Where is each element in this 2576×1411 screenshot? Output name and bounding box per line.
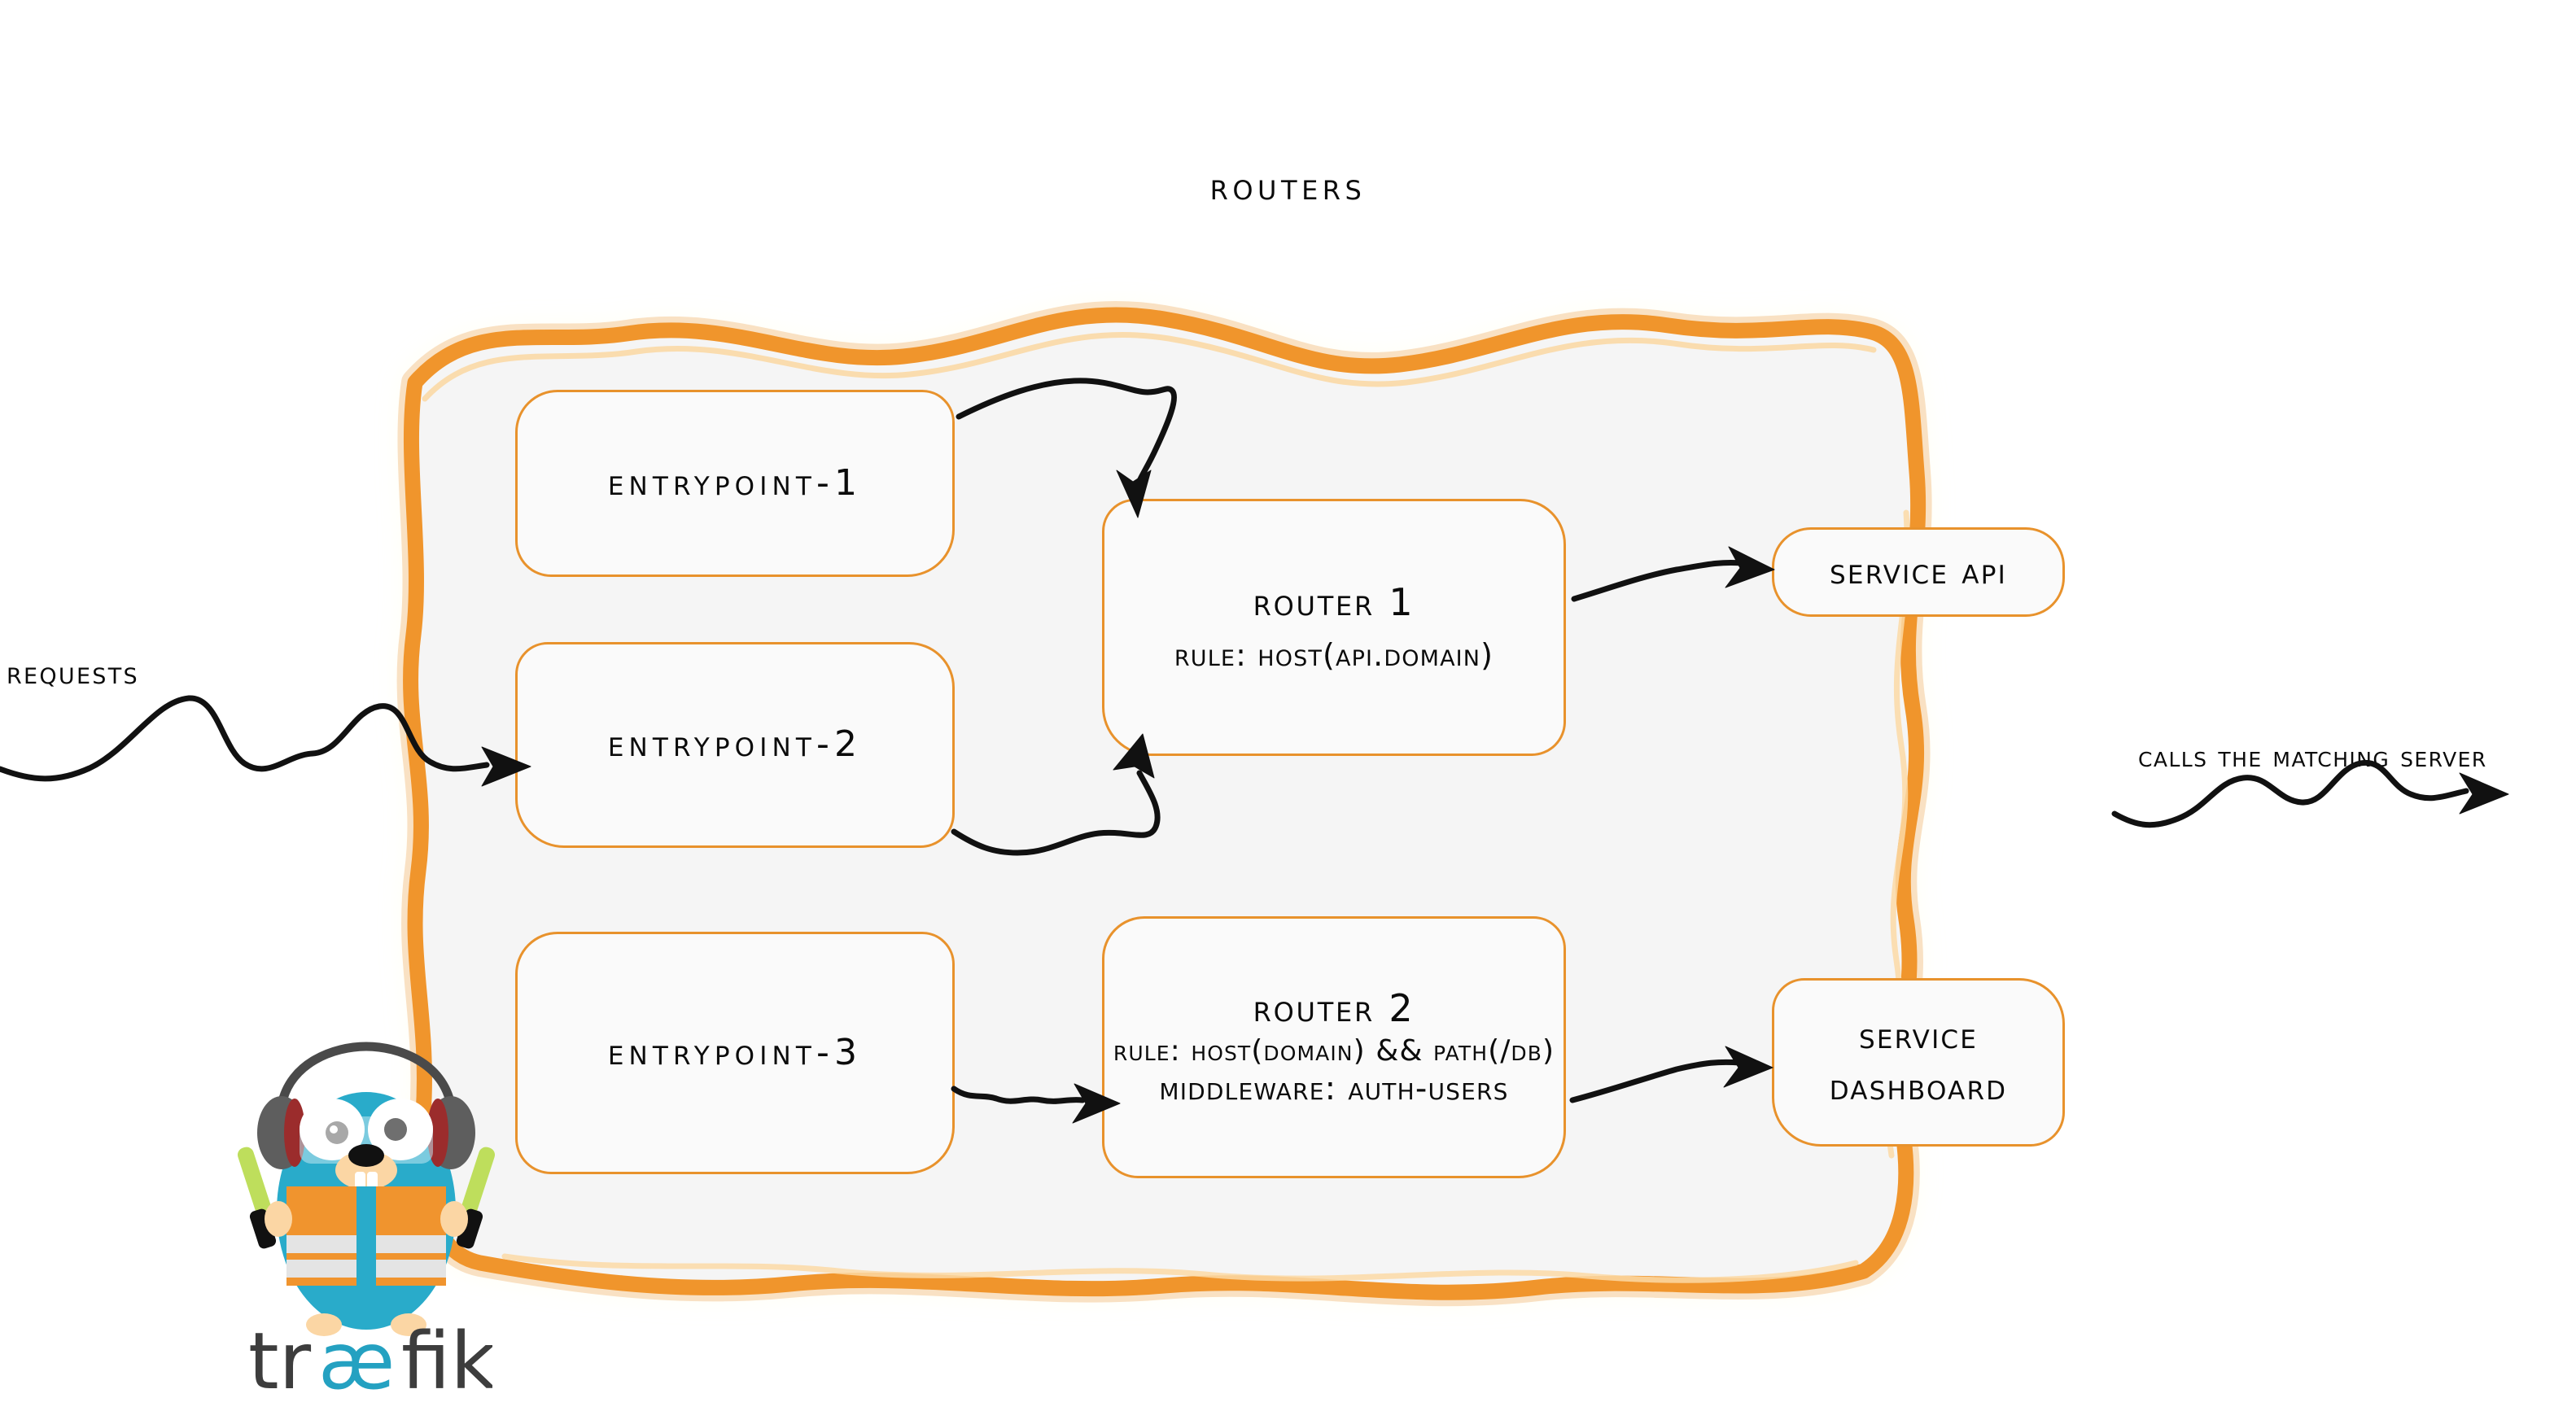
entrypoint-3-box[interactable]: entrypoint-3: [515, 932, 955, 1174]
service-api-label: Service API: [1830, 550, 2007, 592]
router-1-box[interactable]: Router 1 rule: Host(api.domain): [1102, 499, 1566, 756]
router-2-rule: rule: Host(domain) && Path(/db): [1113, 1034, 1555, 1068]
entrypoint-2-box[interactable]: entrypoint-2: [515, 642, 955, 848]
page-title: Routers: [1209, 164, 1367, 208]
traefik-gopher-logo: [237, 1042, 496, 1336]
entrypoint-2-label: entrypoint-2: [607, 723, 863, 766]
gopher-eyes: [300, 1099, 433, 1160]
headphone-cup-left-icon: [257, 1096, 306, 1169]
headphone-band-icon: [277, 1042, 456, 1110]
gopher-hand-left: [265, 1201, 292, 1237]
service-dashboard-box[interactable]: Service Dashboard: [1772, 978, 2065, 1147]
wordmark-suffix: fik: [401, 1318, 492, 1407]
router-1-rule: rule: Host(api.domain): [1174, 637, 1494, 674]
service-dashboard-label-line2: Dashboard: [1829, 1066, 2008, 1108]
entrypoint-3-label: entrypoint-3: [607, 1031, 863, 1073]
wand-right-icon: [456, 1147, 496, 1249]
router-2-middleware: Middleware: auth-users: [1159, 1070, 1509, 1108]
router-2-box[interactable]: Router 2 rule: Host(domain) && Path(/db)…: [1102, 916, 1566, 1178]
calls-matching-server-label: Calls the matching server: [2138, 740, 2487, 774]
entrypoint-1-box[interactable]: entrypoint-1: [515, 390, 955, 577]
service-dashboard-label-line1: Service: [1858, 1016, 1979, 1058]
wand-left-icon: [237, 1147, 277, 1249]
headphone-cup-right-icon: [426, 1096, 475, 1169]
wordmark-prefix: tr: [248, 1318, 312, 1407]
traefik-wordmark: tr æ fik: [248, 1316, 496, 1408]
safety-vest: [286, 1186, 446, 1286]
router-1-title: Router 1: [1253, 579, 1415, 624]
gopher-hand-right: [440, 1201, 468, 1237]
service-api-box[interactable]: Service API: [1772, 527, 2065, 617]
gopher-foot-right: [391, 1313, 426, 1336]
gopher-muzzle: [335, 1144, 397, 1191]
gopher-foot-left: [306, 1313, 342, 1336]
wordmark-ligature: æ: [318, 1318, 395, 1407]
requests-label: Requests: [7, 655, 139, 691]
entrypoint-1-label: entrypoint-1: [607, 461, 863, 504]
router-2-title: Router 2: [1253, 985, 1415, 1030]
